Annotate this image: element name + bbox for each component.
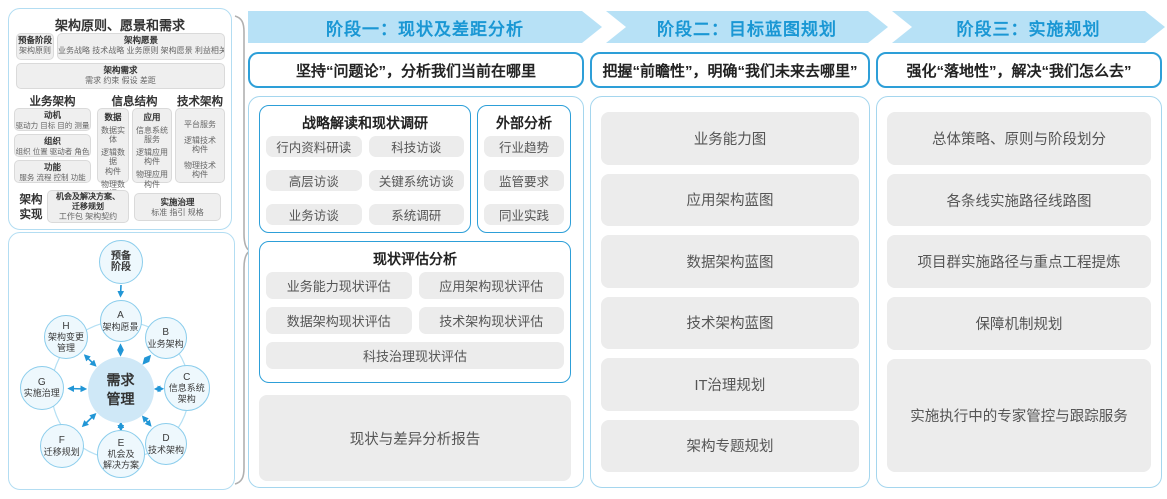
phase1-panel: 战略解读和现状调研 行内资料研读 科技访谈 高层访谈 关键系统访谈 业务访谈 系…: [248, 96, 584, 488]
prep-phase-box: 预备阶段 架构原则: [16, 33, 54, 60]
adm-node-a: A 架构愿景: [99, 300, 142, 342]
adm-node-f: F 迁移规划: [39, 424, 84, 468]
adm-prep-circle: 预备 阶段: [99, 240, 143, 284]
group-title: 外部分析: [496, 115, 552, 131]
group-title: 现状评估分析: [373, 251, 457, 267]
external-analysis-group: 外部分析 行业趋势 监管要求 同业实践: [477, 105, 571, 233]
phase2-card: 应用架构蓝图: [601, 173, 859, 226]
phase2-card: 业务能力图: [601, 112, 859, 165]
data-box: 数据 数据实体 逻辑数据 构件 物理数据 构件: [97, 108, 129, 208]
function-box: 功能 服务 流程 控制 功能: [14, 160, 91, 183]
strategy-research-group: 战略解读和现状调研 行内资料研读 科技访谈 高层访谈 关键系统访谈 业务访谈 系…: [259, 105, 471, 233]
phase3-card: 项目群实施路径与重点工程提炼: [887, 235, 1151, 289]
phase2-banner: 阶段二：目标蓝图规划: [606, 11, 888, 43]
research-item: 系统调研: [368, 204, 464, 225]
phase1-subtitle: 坚持“问题论”，分析我们当前在哪里: [248, 52, 584, 88]
organization-box: 组织 组织 位置 驱动者 角色: [14, 134, 91, 157]
application-box: 应用 信息系统 服务 逻辑应用 构件 物理应用 构件: [132, 108, 172, 189]
phase2-subtitle: 把握“前瞻性”，明确“我们未来去哪里”: [590, 52, 870, 88]
phase3-card: 各条线实施路径线路图: [887, 173, 1151, 227]
assessment-item: 技术架构现状评估: [418, 307, 564, 334]
requirements-box: 架构需求 需求 约束 假设 差距: [16, 63, 225, 89]
phase3-subtitle: 强化“落地性”，解决“我们怎么去”: [876, 52, 1162, 88]
assessment-item: 应用架构现状评估: [418, 272, 564, 299]
external-item: 同业实践: [484, 204, 564, 225]
implementation-governance-box: 实施治理 标准 指引 规格: [134, 193, 221, 221]
adm-center-circle: 需求 管理: [87, 357, 154, 423]
assessment-item: 科技治理现状评估: [266, 342, 564, 369]
vision-box: 架构愿景 业务战略 技术战略 业务原则 架构愿景 利益相关者: [57, 33, 225, 60]
phase2-card: 技术架构蓝图: [601, 296, 859, 349]
adm-node-h: H 架构变更 管理: [44, 315, 88, 359]
phase2-card: IT治理规划: [601, 358, 859, 411]
phase3-card: 实施执行中的专家管控与跟踪服务: [887, 358, 1151, 473]
research-item: 高层访谈: [266, 170, 362, 191]
architecture-principles-panel: 架构原则、愿景和需求 预备阶段 架构原则 架构愿景 业务战略 技术战略 业务原则…: [8, 8, 232, 230]
motivation-box: 动机 驱动力 目标 目的 测量: [14, 108, 91, 131]
adm-node-b: B 业务架构: [144, 317, 187, 359]
opportunity-migration-box: 机会及解决方案、 迁移规划 工作包 架构契约: [47, 190, 129, 223]
assessment-item: 数据架构现状评估: [266, 307, 412, 334]
research-item: 业务访谈: [266, 204, 362, 225]
group-title: 战略解读和现状调研: [302, 115, 428, 131]
assessment-item: 业务能力现状评估: [266, 272, 412, 299]
research-item: 科技访谈: [368, 136, 464, 157]
phase2-panel: 业务能力图 应用架构蓝图 数据架构蓝图 技术架构蓝图 IT治理规划 架构专题规划: [590, 96, 870, 488]
external-item: 监管要求: [484, 170, 564, 191]
phase3-card: 总体策略、原则与阶段划分: [887, 112, 1151, 165]
gap-analysis-report-card: 现状与差异分析报告: [259, 395, 571, 481]
phase3-panel: 总体策略、原则与阶段划分 各条线实施路径线路图 项目群实施路径与重点工程提炼 保…: [876, 96, 1162, 488]
realization-label: 架构 实现: [19, 194, 43, 221]
research-item: 行内资料研读: [266, 136, 362, 157]
business-arch-header: 业务架构: [29, 96, 76, 108]
phase3-card: 保障机制规划: [887, 297, 1151, 350]
phase1-banner: 阶段一：现状及差距分析: [248, 11, 602, 43]
adm-cycle-panel: 预备 阶段 需求 管理 A 架构愿景 B 业务架构 C 信息系统 架构 D 技术…: [8, 232, 235, 490]
panel-title: 架构原则、愿景和需求: [54, 18, 185, 33]
assessment-group: 现状评估分析 业务能力现状评估 应用架构现状评估 数据架构现状评估 技术架构现状…: [259, 241, 571, 383]
phase2-card: 数据架构蓝图: [601, 235, 859, 288]
information-header: 信息结构: [111, 96, 158, 108]
phase3-banner: 阶段三：实施规划: [892, 11, 1165, 43]
external-item: 行业趋势: [484, 136, 564, 157]
adm-node-c: C 信息系统 架构: [163, 365, 210, 411]
technology-header: 技术架构: [177, 96, 223, 108]
research-item: 关键系统访谈: [368, 170, 464, 191]
adm-node-g: G 实施治理: [19, 365, 64, 410]
adm-node-e: E 机会及 解决方案: [97, 430, 145, 478]
technology-box: 平台服务 逻辑技术 构件 物理技术 构件: [175, 108, 225, 183]
phase2-card: 架构专题规划: [601, 419, 859, 472]
adm-node-d: D 技术架构: [145, 423, 187, 465]
